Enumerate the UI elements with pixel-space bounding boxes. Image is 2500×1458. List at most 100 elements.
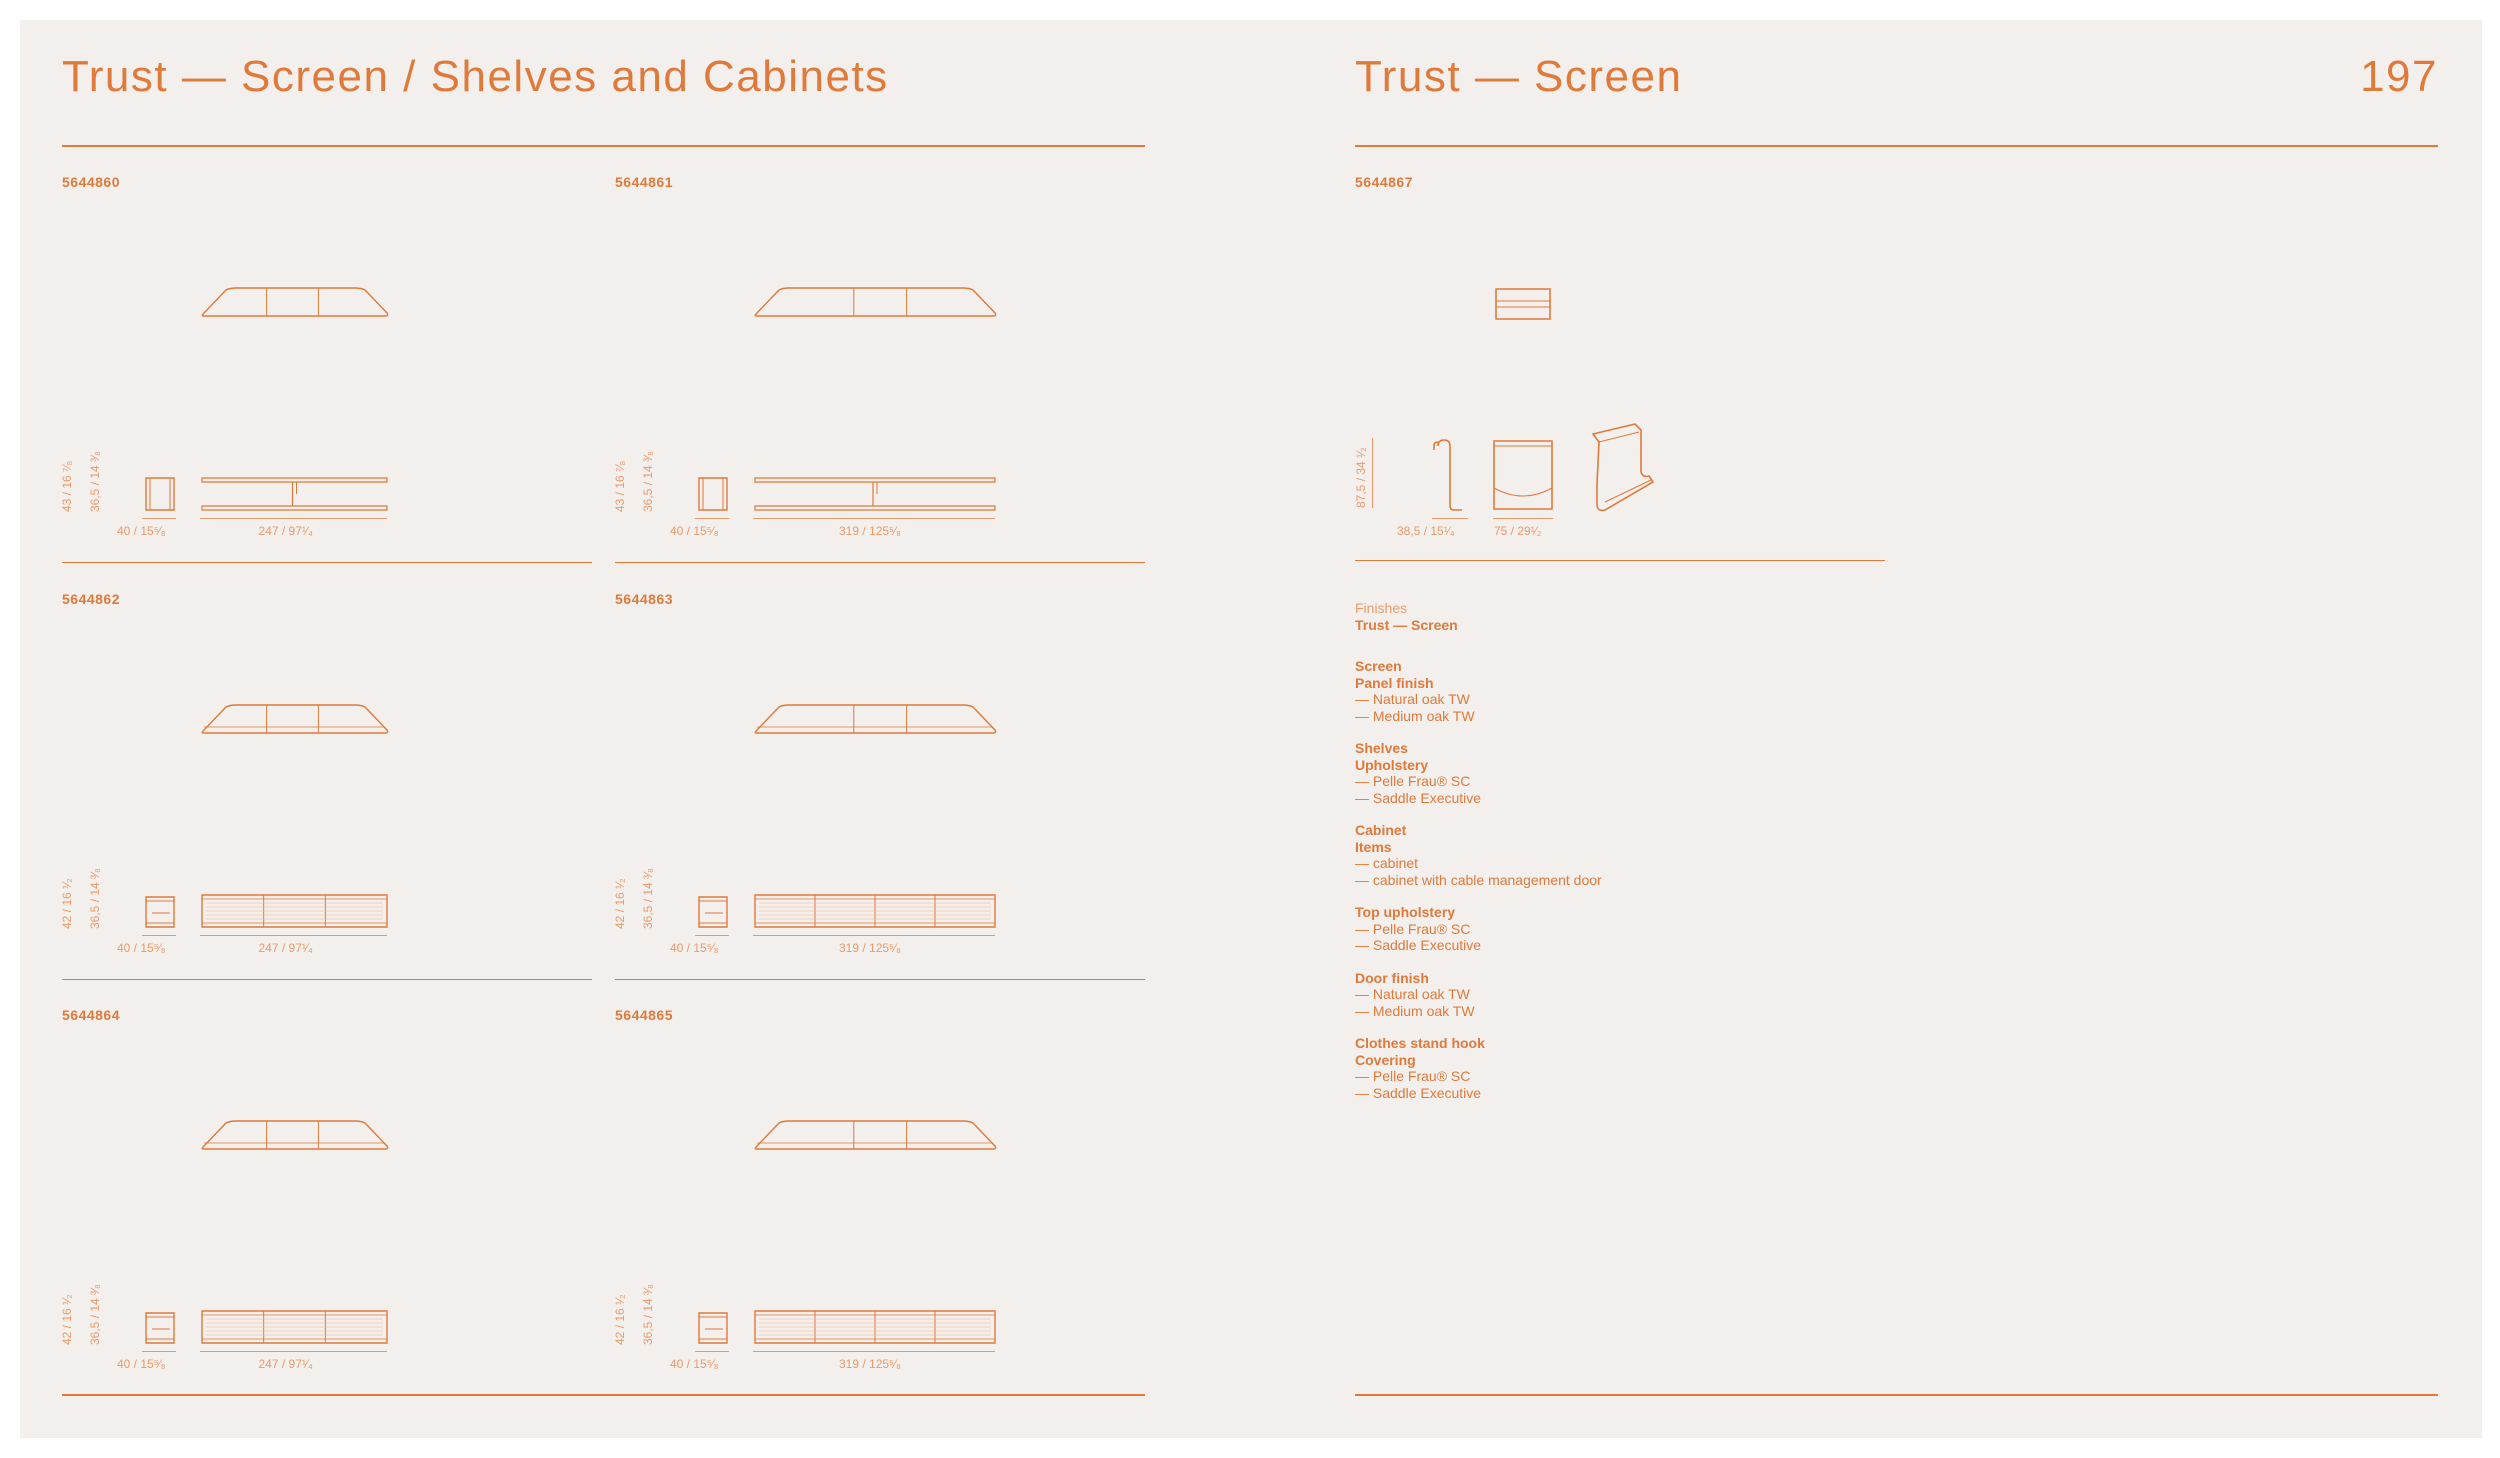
finish-group: Door finish— Natural oak TW— Medium oak … [1355, 970, 1602, 1020]
width-label: 247 / 97¹⁄₄ [258, 524, 313, 538]
height-label: 42 / 16 ¹⁄₂ [613, 878, 627, 929]
width-dimension-line [200, 935, 387, 936]
depth-dimension-line [142, 1351, 176, 1352]
finishes-product-name: Trust — Screen [1355, 616, 1458, 633]
finish-option: — Pelle Frau® SC [1355, 1068, 1471, 1084]
product-code: 5644862 [62, 591, 121, 607]
inner-height-label: 36,5 / 14 ³⁄₈ [641, 450, 655, 512]
depth-dimension-line [142, 935, 176, 936]
product-rule [615, 562, 1145, 563]
inner-height-label: 36,5 / 14 ³⁄₈ [88, 1283, 102, 1345]
catalog-spread [20, 20, 2482, 1438]
height-label: 43 / 16 ⁷⁄₈ [60, 460, 74, 512]
finish-option: — Pelle Frau® SC [1355, 773, 1471, 789]
finish-group-subtitle: Covering [1355, 1051, 1416, 1068]
width-dimension-line [200, 518, 387, 519]
depth-label: 40 / 15⁵⁄₈ [117, 1357, 166, 1371]
hook-side-drawing [1432, 440, 1472, 512]
screen-front-drawing [1493, 440, 1553, 512]
side-view-drawing [144, 893, 178, 931]
product-rule [62, 979, 592, 980]
side-view-drawing [697, 1309, 731, 1347]
front-view-drawing [200, 1307, 395, 1347]
height-label: 43 / 16 ⁷⁄₈ [613, 460, 627, 512]
footer-rule-left [62, 1394, 1145, 1396]
finish-option: — cabinet with cable management door [1355, 871, 1602, 888]
finish-option: — Natural oak TW [1355, 986, 1470, 1002]
height-label: 42 / 16 ¹⁄₂ [60, 1294, 74, 1345]
header-rule-left [62, 145, 1145, 147]
width-label: 247 / 97¹⁄₄ [258, 941, 313, 955]
width-label: 319 / 125⁵⁄₈ [839, 1357, 901, 1371]
finish-group-title: Cabinet [1355, 822, 1407, 838]
height-dimension-line [1372, 438, 1373, 508]
product-code: 5644863 [615, 591, 674, 607]
product-rule [62, 562, 592, 563]
product-code: 5644860 [62, 174, 121, 190]
product-rule [1355, 560, 1885, 561]
plan-view-drawing [200, 1119, 395, 1153]
width-dimension-line [753, 935, 995, 936]
finish-option: — Pelle Frau® SC [1355, 920, 1471, 937]
front-view-drawing [200, 891, 395, 931]
plan-view-drawing [753, 703, 1003, 737]
header-rule-right [1355, 145, 2438, 147]
width-dimension-line [753, 518, 995, 519]
depth-label: 40 / 15⁵⁄₈ [117, 941, 166, 955]
screen-perspective-drawing [1585, 422, 1655, 512]
inner-height-label: 36,5 / 14 ³⁄₈ [88, 450, 102, 512]
finish-group-title: Shelves [1355, 740, 1408, 756]
front-view-drawing [753, 891, 1003, 931]
screen-width-label: 75 / 29¹⁄₂ [1494, 524, 1542, 538]
product-code: 5644865 [615, 1007, 674, 1023]
inner-height-label: 36,5 / 14 ³⁄₈ [641, 1283, 655, 1345]
height-label: 42 / 16 ¹⁄₂ [60, 878, 74, 929]
depth-label: 40 / 15⁵⁄₈ [670, 1357, 719, 1371]
height-label: 42 / 16 ¹⁄₂ [613, 1294, 627, 1345]
finishes-label: Finishes [1355, 600, 1408, 616]
front-view-drawing [200, 474, 395, 514]
depth-label: 40 / 15⁵⁄₈ [670, 941, 719, 955]
screen-height-label: 87,5 / 34 ¹⁄₂ [1354, 447, 1368, 508]
finish-group-title: Top upholstery [1355, 904, 1456, 920]
width-label: 319 / 125⁵⁄₈ [839, 941, 901, 955]
front-view-drawing [753, 474, 1003, 514]
finish-option: — Medium oak TW [1355, 707, 1475, 724]
inner-height-label: 36,5 / 14 ³⁄₈ [88, 867, 102, 929]
width-label: 247 / 97¹⁄₄ [258, 1357, 313, 1371]
finish-group-subtitle: Upholstery [1355, 756, 1429, 773]
side-view-drawing [697, 476, 731, 514]
hook-depth-line [1432, 518, 1468, 519]
finish-option: — Saddle Executive [1355, 789, 1482, 806]
finish-group-title: Screen [1355, 658, 1402, 674]
screen-plan-drawing [1495, 288, 1551, 320]
finish-group: Top upholstery— Pelle Frau® SC— Saddle E… [1355, 904, 1602, 954]
depth-label: 40 / 15⁵⁄₈ [670, 524, 719, 538]
right-page-title: Trust — Screen [1355, 52, 1683, 101]
finish-option: — cabinet [1355, 855, 1419, 871]
finish-group-title: Door finish [1355, 969, 1429, 986]
product-code: 5644867 [1355, 174, 1414, 190]
depth-dimension-line [695, 518, 729, 519]
plan-view-drawing [753, 286, 1003, 320]
screen-width-line [1493, 518, 1553, 519]
finish-option: — Saddle Executive [1355, 937, 1482, 953]
depth-dimension-line [695, 1351, 729, 1352]
finish-group-title: Clothes stand hook [1355, 1035, 1485, 1051]
side-view-drawing [144, 476, 178, 514]
product-code: 5644861 [615, 174, 674, 190]
finish-group-subtitle: Items [1355, 838, 1392, 855]
plan-view-drawing [200, 703, 395, 737]
width-dimension-line [753, 1351, 995, 1352]
finish-group-subtitle: Panel finish [1355, 674, 1434, 691]
front-view-drawing [753, 1307, 1003, 1347]
finish-option: — Natural oak TW [1355, 691, 1470, 707]
left-page-title: Trust — Screen / Shelves and Cabinets [62, 52, 889, 101]
depth-dimension-line [142, 518, 176, 519]
finish-option: — Medium oak TW [1355, 1002, 1475, 1019]
hook-depth-label: 38,5 / 15¹⁄₄ [1397, 524, 1455, 538]
